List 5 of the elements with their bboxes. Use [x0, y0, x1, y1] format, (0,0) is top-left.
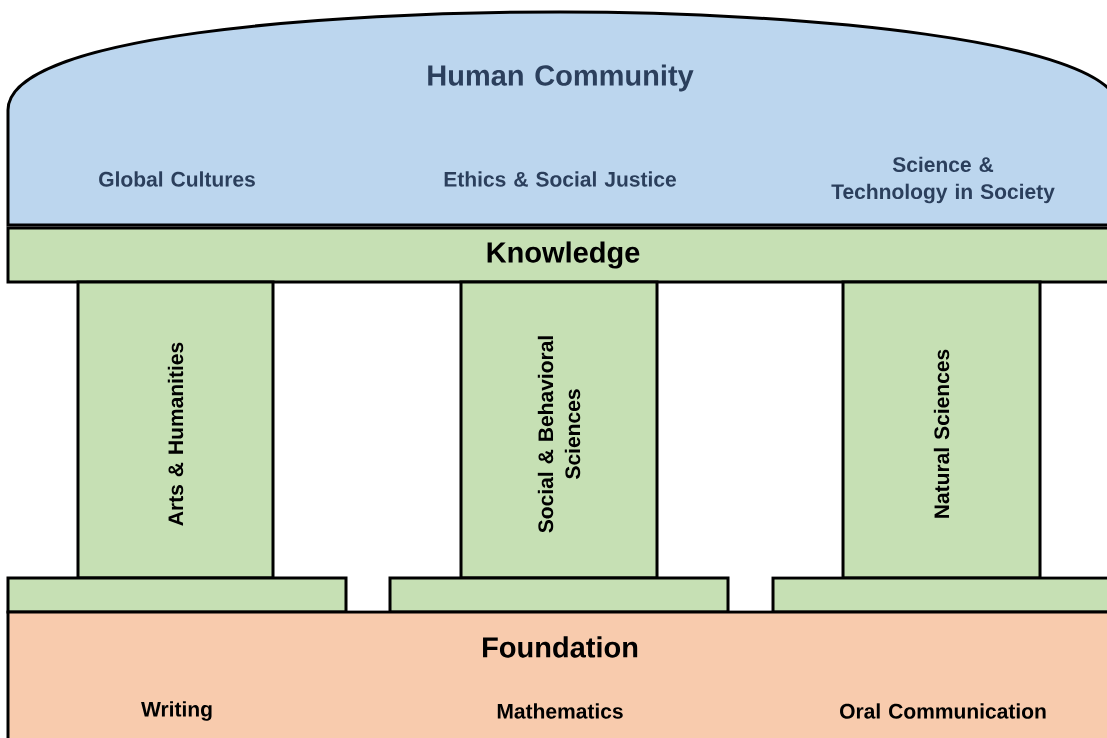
plinth-block: [6, 576, 348, 614]
plinth-block: [388, 576, 730, 614]
plinth-block: [771, 576, 1107, 614]
beam-bar: Knowledge: [6, 226, 1107, 284]
foundation-block: Foundation Writing Mathematics Oral Communication: [6, 610, 1107, 738]
